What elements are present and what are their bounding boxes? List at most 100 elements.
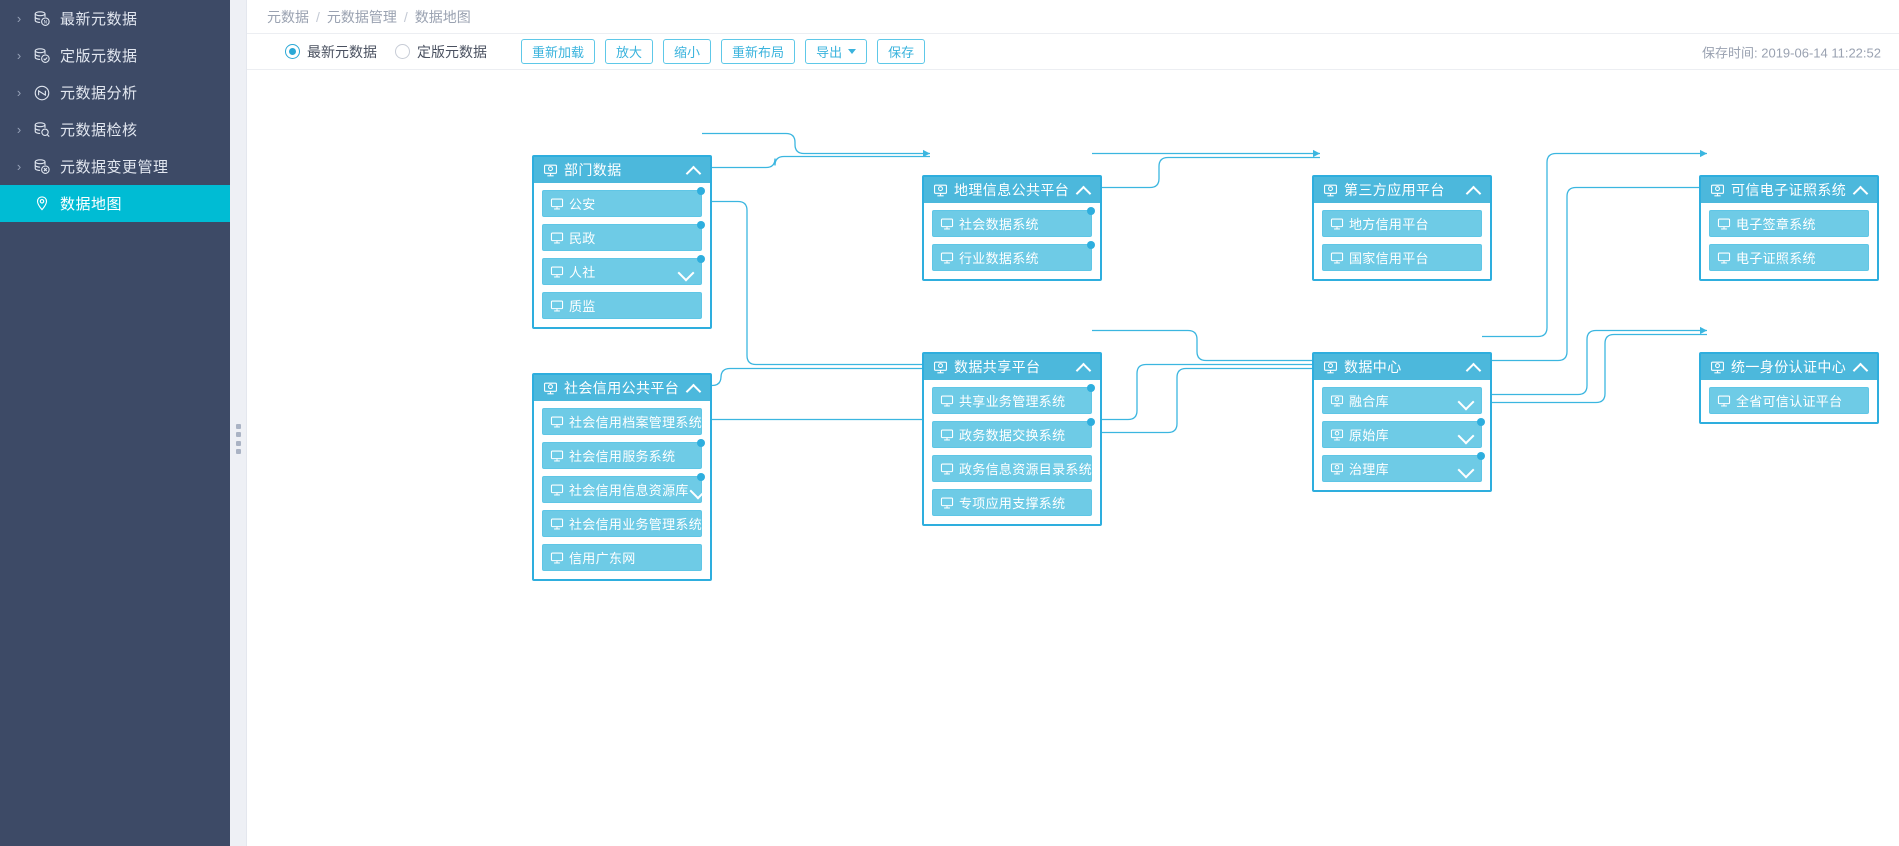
chevron-down-icon[interactable]: [1457, 428, 1475, 442]
chevron-up-icon[interactable]: [1853, 359, 1869, 375]
chevron-down-icon[interactable]: [677, 265, 695, 279]
chevron-down-icon[interactable]: [689, 483, 707, 497]
node-cert-0[interactable]: 电子签章系统: [1709, 210, 1869, 237]
sidebar-item-5[interactable]: 数据地图: [0, 185, 230, 222]
chevron-right-icon: ›: [16, 48, 22, 63]
node-thirdparty-1[interactable]: 国家信用平台: [1322, 244, 1482, 271]
node-share-0[interactable]: 共享业务管理系统: [932, 384, 1095, 414]
chevron-up-icon[interactable]: [1853, 182, 1869, 198]
monitor-icon: [550, 551, 564, 565]
node-port: [697, 439, 705, 447]
group-auth[interactable]: 统一身份认证中心全省可信认证平台: [1699, 352, 1879, 424]
server-icon: [1330, 462, 1344, 476]
relayout-button[interactable]: 重新布局: [721, 39, 796, 64]
radio-latest-metadata-dot[interactable]: [285, 44, 300, 59]
group-header-geo[interactable]: 地理信息公共平台: [924, 177, 1100, 203]
node-port: [697, 255, 705, 263]
node-share-1[interactable]: 政务数据交换系统: [932, 418, 1095, 448]
monitor-icon: [550, 265, 564, 279]
group-credit-public[interactable]: 社会信用公共平台社会信用档案管理系统社会信用服务系统社会信用信息资源库社会信用业…: [532, 373, 712, 581]
node-geo-1[interactable]: 行业数据系统: [932, 241, 1095, 271]
node-credit-public-3[interactable]: 社会信用业务管理系统: [542, 510, 702, 537]
connector-line: [1092, 367, 1320, 434]
export-button[interactable]: 导出: [805, 39, 868, 64]
chevron-up-icon[interactable]: [686, 380, 702, 396]
reload-button-label: 重新加载: [532, 45, 585, 60]
node-label: 政务信息资源目录系统: [959, 462, 1093, 477]
node-dept-2[interactable]: 人社: [542, 255, 705, 285]
chevron-down-icon[interactable]: [1457, 394, 1475, 408]
sidebar-item-3[interactable]: ›元数据检核: [0, 111, 230, 148]
server-icon: [543, 381, 558, 396]
group-dept[interactable]: 部门数据公安民政人社质监: [532, 155, 712, 329]
group-body-thirdparty: 地方信用平台国家信用平台: [1314, 203, 1490, 279]
splitter-grip[interactable]: [236, 424, 241, 454]
sidebar-item-2[interactable]: ›元数据分析: [0, 74, 230, 111]
group-title: 数据中心: [1344, 359, 1402, 375]
connector-line: [1482, 329, 1707, 396]
node-share-2[interactable]: 政务信息资源目录系统: [932, 455, 1092, 482]
save-button[interactable]: 保存: [877, 39, 926, 64]
server-icon: [933, 360, 948, 375]
radio-latest-metadata[interactable]: 最新元数据: [285, 42, 377, 62]
group-header-cert[interactable]: 可信电子证照系统: [1701, 177, 1877, 203]
monitor-icon: [940, 462, 954, 476]
svg-text:N: N: [44, 19, 47, 25]
group-header-share[interactable]: 数据共享平台: [924, 354, 1100, 380]
node-thirdparty-0[interactable]: 地方信用平台: [1322, 210, 1482, 237]
node-credit-public-2[interactable]: 社会信用信息资源库: [542, 473, 705, 503]
node-credit-public-1[interactable]: 社会信用服务系统: [542, 439, 705, 469]
sidebar-splitter[interactable]: [230, 0, 247, 846]
node-datacenter-1[interactable]: 原始库: [1322, 418, 1485, 448]
breadcrumb-item-1[interactable]: 元数据管理: [326, 8, 397, 25]
node-label: 电子签章系统: [1736, 217, 1816, 232]
chevron-up-icon[interactable]: [686, 162, 702, 178]
connector-arrow: [1700, 149, 1707, 158]
group-header-dept[interactable]: 部门数据: [534, 157, 710, 183]
chevron-up-icon[interactable]: [1076, 359, 1092, 375]
connector-line: [1482, 333, 1707, 404]
zoom-in-button[interactable]: 放大: [605, 39, 654, 64]
database-x-icon: [28, 158, 56, 176]
chevron-up-icon[interactable]: [1466, 182, 1482, 198]
sidebar-item-4[interactable]: ›元数据变更管理: [0, 148, 230, 185]
group-header-auth[interactable]: 统一身份认证中心: [1701, 354, 1877, 380]
reload-button[interactable]: 重新加载: [521, 39, 596, 64]
chevron-up-icon[interactable]: [1466, 359, 1482, 375]
node-port: [1087, 241, 1095, 249]
group-header-thirdparty[interactable]: 第三方应用平台: [1314, 177, 1490, 203]
node-label: 全省可信认证平台: [1736, 394, 1843, 409]
node-credit-public-4[interactable]: 信用广东网: [542, 544, 702, 571]
group-cert[interactable]: 可信电子证照系统电子签章系统电子证照系统: [1699, 175, 1879, 281]
chevron-down-icon[interactable]: [1457, 462, 1475, 476]
zoom-out-button[interactable]: 缩小: [663, 39, 712, 64]
monitor-icon: [550, 231, 564, 245]
radio-versioned-metadata[interactable]: 定版元数据: [395, 42, 487, 62]
node-geo-0[interactable]: 社会数据系统: [932, 207, 1095, 237]
node-datacenter-0[interactable]: 融合库: [1322, 387, 1482, 414]
node-dept-0[interactable]: 公安: [542, 187, 705, 217]
group-thirdparty[interactable]: 第三方应用平台地方信用平台国家信用平台: [1312, 175, 1492, 281]
node-dept-1[interactable]: 民政: [542, 221, 705, 251]
group-header-credit-public[interactable]: 社会信用公共平台: [534, 375, 710, 401]
chevron-down-icon: [848, 49, 857, 54]
data-map-canvas[interactable]: 部门数据公安民政人社质监社会信用公共平台社会信用档案管理系统社会信用服务系统社会…: [247, 70, 1899, 846]
group-geo[interactable]: 地理信息公共平台社会数据系统行业数据系统: [922, 175, 1102, 281]
chevron-up-icon[interactable]: [1076, 182, 1092, 198]
node-auth-0[interactable]: 全省可信认证平台: [1709, 387, 1869, 414]
node-dept-3[interactable]: 质监: [542, 292, 702, 319]
sidebar-item-1[interactable]: ›定版元数据: [0, 37, 230, 74]
node-cert-1[interactable]: 电子证照系统: [1709, 244, 1869, 271]
node-datacenter-2[interactable]: 治理库: [1322, 452, 1485, 482]
radio-versioned-metadata-dot[interactable]: [395, 44, 410, 59]
chevron-right-icon: ›: [16, 122, 22, 137]
group-datacenter[interactable]: 数据中心融合库原始库治理库: [1312, 352, 1492, 492]
node-share-3[interactable]: 专项应用支撑系统: [932, 489, 1092, 516]
node-label: 融合库: [1349, 394, 1389, 409]
group-body-datacenter: 融合库原始库治理库: [1314, 380, 1490, 490]
node-credit-public-0[interactable]: 社会信用档案管理系统: [542, 408, 702, 435]
group-header-datacenter[interactable]: 数据中心: [1314, 354, 1490, 380]
breadcrumb-item-0[interactable]: 元数据: [267, 8, 309, 25]
group-share[interactable]: 数据共享平台共享业务管理系统政务数据交换系统政务信息资源目录系统专项应用支撑系统: [922, 352, 1102, 526]
